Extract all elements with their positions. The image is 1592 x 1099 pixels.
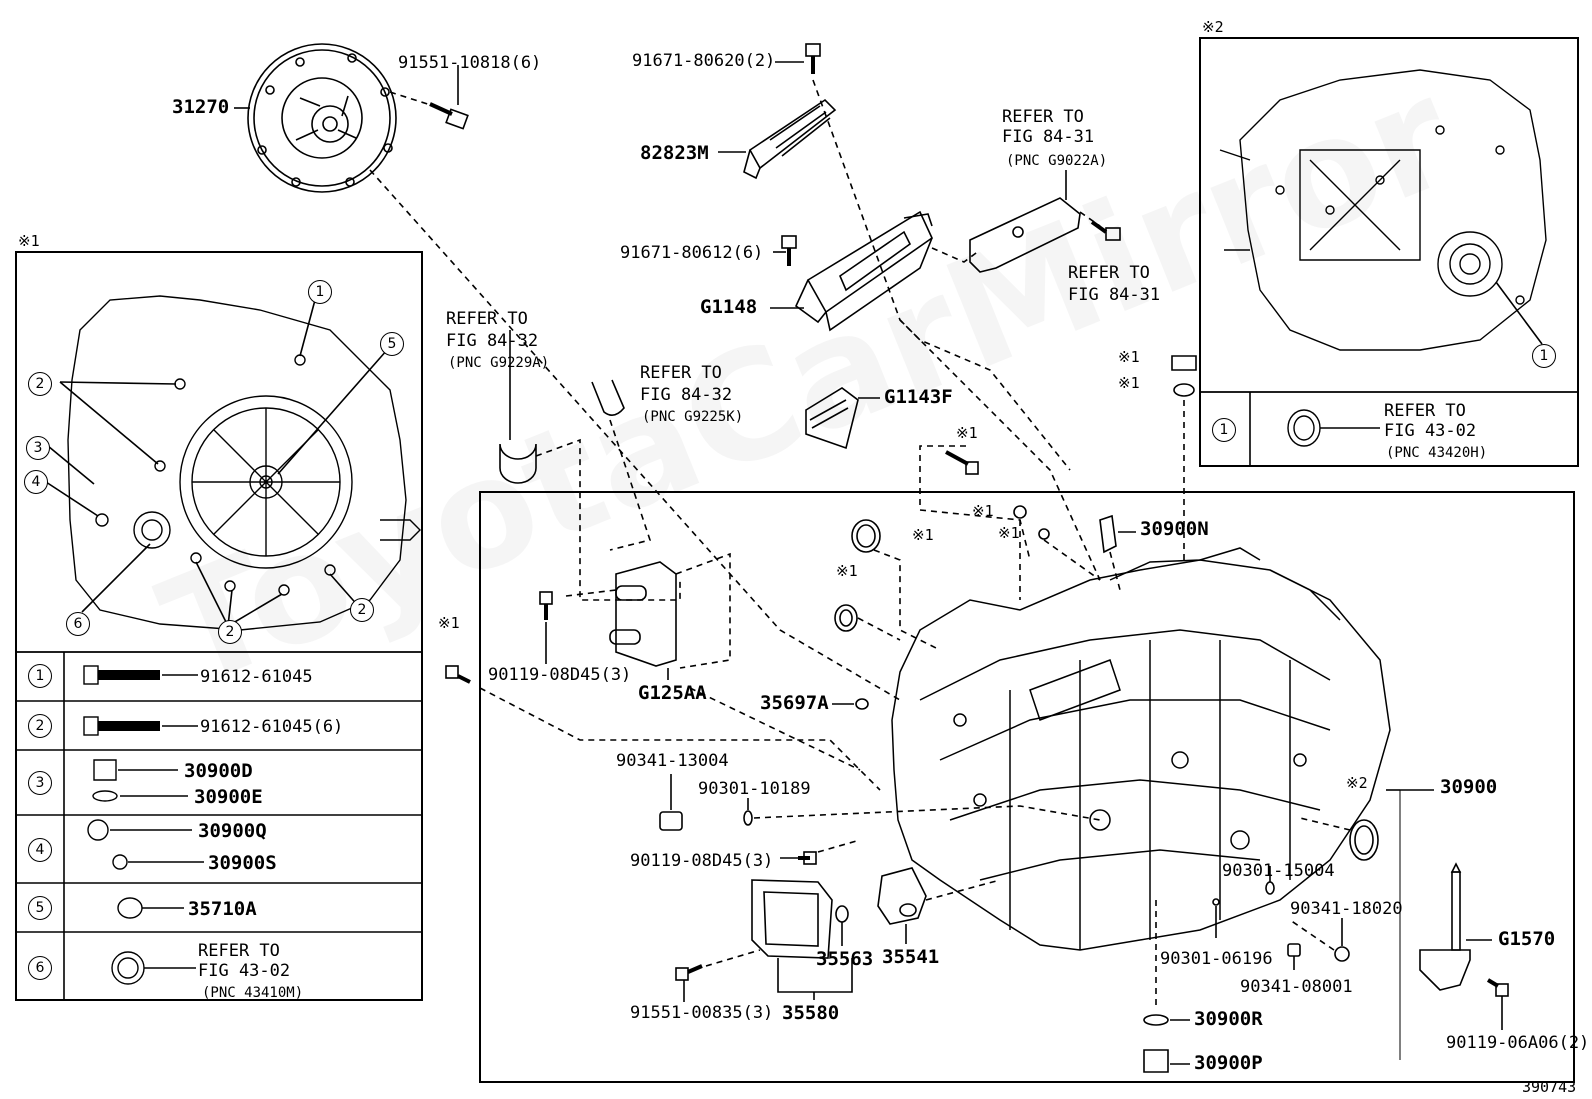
label-90301-10189: 90301-10189 — [698, 779, 811, 799]
bracket-82823M-drawing — [743, 98, 837, 180]
inset1-row2-num: 2 — [28, 714, 52, 738]
inset2-housing-drawing — [1219, 69, 1547, 351]
connector-G1148-drawing — [794, 210, 934, 332]
label-30900R: 30900R — [1194, 1008, 1263, 1030]
ref-84-32a-line2: FIG 84-32 — [446, 331, 539, 351]
inset1-row1-part: 91612-61045 — [200, 667, 313, 687]
label-91551-00835: 91551-00835(3) — [630, 1003, 774, 1023]
ref-84-31b-line1: REFER TO — [1068, 263, 1150, 283]
label-G125AA: G125AA — [638, 682, 707, 704]
inset1-row3-part-a: 30900D — [184, 760, 253, 782]
label-30900: 30900 — [1440, 776, 1498, 798]
label-35697A: 35697A — [760, 692, 829, 714]
cooler-G125AA-drawing — [609, 561, 677, 667]
inset1-housing-drawing — [67, 295, 421, 631]
label-30900N: 30900N — [1140, 518, 1209, 540]
cover-84-31-drawing — [969, 197, 1081, 273]
note-mark-inset2: ※2 — [1202, 18, 1224, 36]
clutch-cover-drawing — [247, 43, 397, 193]
inset1-callout-5: 5 — [380, 332, 404, 356]
label-G1148: G1148 — [700, 296, 758, 318]
label-90301-15004: 90301-15004 — [1222, 861, 1335, 881]
label-91671-80620: 91671-80620(2) — [632, 51, 776, 71]
inset1-callout-3: 3 — [26, 436, 50, 460]
label-35541: 35541 — [882, 946, 940, 968]
label-G1143F: G1143F — [884, 386, 953, 408]
sensor-35541-drawing — [877, 867, 927, 925]
inset1-callout-6: 6 — [66, 612, 90, 636]
ref-84-32a-line1: REFER TO — [446, 309, 528, 329]
label-90341-18020: 90341-18020 — [1290, 899, 1403, 919]
inset2-row1-ref-line2: FIG 43-02 — [1384, 421, 1477, 441]
note-mark-seal-a: ※1 — [912, 526, 934, 544]
inset1-row6-ref-line1: REFER TO — [198, 941, 280, 961]
ref-84-32b-line1: REFER TO — [640, 363, 722, 383]
ref-84-32a-line3: (PNC G9229A) — [448, 355, 550, 371]
inset1-row4-part-b: 30900S — [208, 852, 277, 874]
note-mark-plug: ※1 — [1118, 348, 1140, 366]
inset1-callout-2c: 2 — [218, 620, 242, 644]
inset2-frame — [1199, 37, 1579, 467]
part-G1143F-drawing — [805, 387, 859, 450]
label-30900P: 30900P — [1194, 1052, 1263, 1074]
inset1-table-drawings — [83, 665, 204, 985]
inset1-row4-num: 4 — [28, 838, 52, 862]
transaxle-housing-drawing — [891, 547, 1391, 951]
inset1-callout-2b: 2 — [350, 598, 374, 622]
inset1-callout-2a: 2 — [28, 372, 52, 396]
inset1-callout-4: 4 — [24, 470, 48, 494]
inset2-row1-ref-line3: (PNC 43420H) — [1386, 445, 1488, 461]
ref-84-31a-line2: FIG 84-31 — [1002, 127, 1095, 147]
note-mark-seal-right: ※2 — [1346, 774, 1368, 792]
inset2-callout-1: 1 — [1532, 344, 1556, 368]
main-frame — [479, 491, 1575, 1083]
label-90119-08D45-upper: 90119-08D45(3) — [488, 665, 632, 685]
inset1-row1-num: 1 — [28, 664, 52, 688]
inset1-row3-num: 3 — [28, 771, 52, 795]
label-90119-06A06: 90119-06A06(2) — [1446, 1033, 1590, 1053]
inset2-row1-num: 1 — [1212, 418, 1236, 442]
inset1-callout-1: 1 — [308, 280, 332, 304]
sensor-G1570-drawing — [1419, 862, 1471, 991]
inset1-row5-part: 35710A — [188, 898, 257, 920]
diagram-number: 390743 — [1522, 1078, 1577, 1096]
note-mark-bolt-b: ※1 — [998, 524, 1020, 542]
label-90341-13004: 90341-13004 — [616, 751, 729, 771]
label-G1570: G1570 — [1498, 928, 1556, 950]
bolt-drawing-91551-10818 — [429, 102, 469, 130]
ref-84-31a-line1: REFER TO — [1002, 107, 1084, 127]
label-91551-10818: 91551-10818(6) — [398, 53, 542, 73]
note-mark-washer: ※1 — [1118, 374, 1140, 392]
ref-84-31a-line3: (PNC G9022A) — [1006, 153, 1108, 169]
ref-84-31b-line2: FIG 84-31 — [1068, 285, 1161, 305]
label-91671-80612: 91671-80612(6) — [620, 243, 764, 263]
label-31270: 31270 — [172, 96, 230, 118]
ref-84-32b-line3: (PNC G9225K) — [642, 409, 744, 425]
label-90301-06196: 90301-06196 — [1160, 949, 1273, 969]
inset1-row4-part-a: 30900Q — [198, 820, 267, 842]
note-mark-bolt-a: ※1 — [972, 502, 994, 520]
label-82823M: 82823M — [640, 142, 709, 164]
label-90119-08D45-lower: 90119-08D45(3) — [630, 851, 774, 871]
inset1-row6-num: 6 — [28, 956, 52, 980]
ref-84-32b-line2: FIG 84-32 — [640, 385, 733, 405]
note-mark-left-bolt: ※1 — [438, 614, 460, 632]
note-mark-inset1: ※1 — [18, 232, 40, 250]
inset1-row3-part-b: 30900E — [194, 786, 263, 808]
label-90341-08001: 90341-08001 — [1240, 977, 1353, 997]
label-35580: 35580 — [782, 1002, 840, 1024]
cover-35580-drawing — [751, 879, 833, 959]
note-mark-bolt-top: ※1 — [956, 424, 978, 442]
inset1-row6-ref-line3: (PNC 43410M) — [202, 985, 304, 1001]
inset1-frame — [15, 251, 423, 1001]
inset1-row2-part: 91612-61045(6) — [200, 717, 344, 737]
inset1-row5-num: 5 — [28, 896, 52, 920]
inset1-row6-ref-line2: FIG 43-02 — [198, 961, 291, 981]
label-35563: 35563 — [816, 948, 874, 970]
note-mark-seal-b: ※1 — [836, 562, 858, 580]
inset2-row1-ref-line1: REFER TO — [1384, 401, 1466, 421]
